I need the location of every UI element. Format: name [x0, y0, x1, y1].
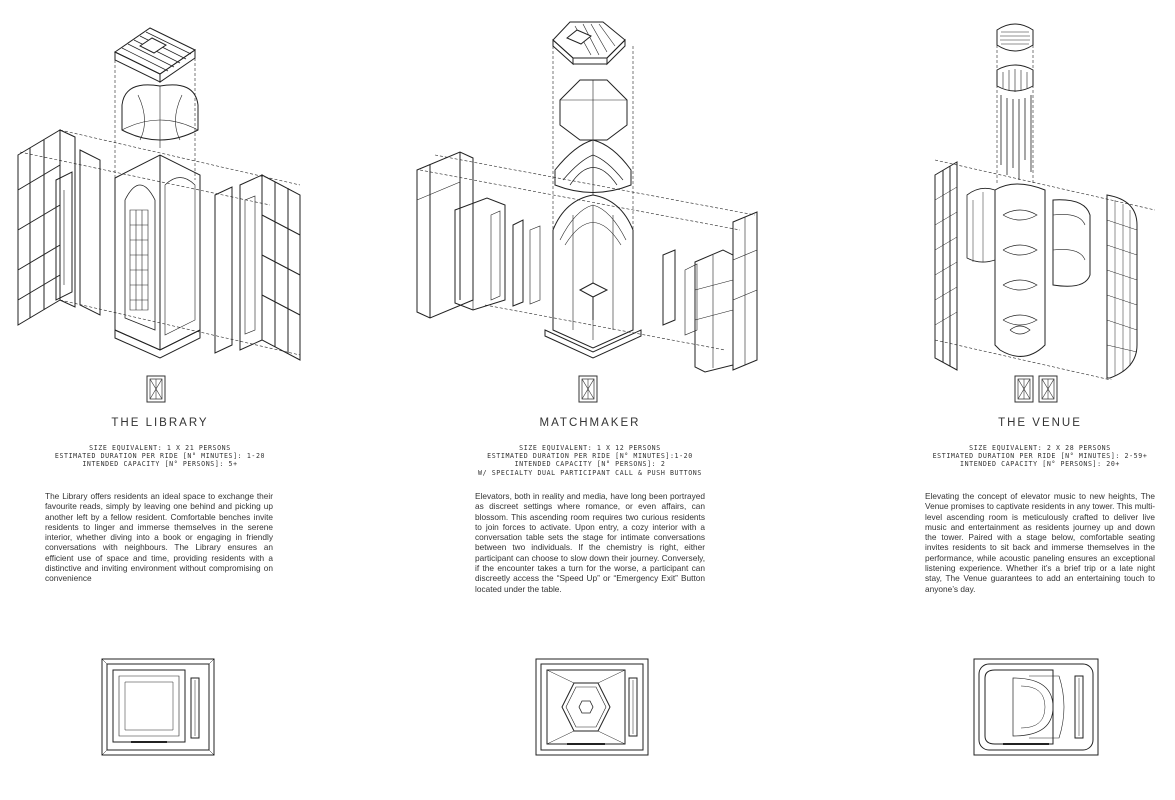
venue-floor-plan: [973, 658, 1099, 756]
double-elevator-door-icon: [1013, 374, 1061, 404]
spec-size: SIZE EQUIVALENT: 1 X 12 PERSONS: [519, 444, 661, 452]
spec-size: SIZE EQUIVALENT: 1 X 21 PERSONS: [89, 444, 231, 452]
elevator-door-icon: [577, 374, 599, 404]
panel-description: Elevators, both in reality and media, ha…: [475, 491, 705, 594]
panel-title: THE VENUE: [998, 417, 1082, 429]
panel-library: THE LIBRARY SIZE EQUIVALENT: 1 X 21 PERS…: [0, 0, 390, 800]
elevator-door-icon: [145, 374, 167, 404]
panel-title: THE LIBRARY: [111, 417, 209, 429]
spec-duration: ESTIMATED DURATION PER RIDE [N° MINUTES]…: [932, 452, 1148, 461]
spec-capacity: INTENDED CAPACITY [N° PERSONS]: 20+: [960, 460, 1120, 469]
matchmaker-axonometric-drawing: [395, 0, 785, 375]
library-floor-plan: [101, 658, 215, 756]
spec-block: SIZE EQUIVALENT: 1 X 21 PERSONS ESTIMATE…: [0, 444, 355, 469]
spec-buttons: W/ SPECIALTY DUAL PARTICIPANT CALL & PUS…: [478, 468, 702, 477]
panel-matchmaker: MATCHMAKER SIZE EQUIVALENT: 1 X 12 PERSO…: [395, 0, 785, 800]
panel-venue: THE VENUE SIZE EQUIVALENT: 2 X 28 PERSON…: [785, 0, 1175, 800]
library-axonometric-drawing: [0, 0, 390, 370]
panel-title: MATCHMAKER: [539, 417, 641, 429]
matchmaker-floor-plan: [535, 658, 649, 756]
spec-size: SIZE EQUIVALENT: 2 X 28 PERSONS: [969, 444, 1111, 452]
spec-block: SIZE EQUIVALENT: 1 X 12 PERSONS ESTIMATE…: [395, 444, 785, 477]
venue-axonometric-drawing: [785, 0, 1175, 380]
spec-capacity: INTENDED CAPACITY [N° PERSONS]: 5+: [82, 460, 238, 469]
spec-block: SIZE EQUIVALENT: 2 X 28 PERSONS ESTIMATE…: [845, 444, 1175, 469]
panel-description: Elevating the concept of elevator music …: [925, 491, 1155, 594]
spec-capacity: INTENDED CAPACITY [N° PERSONS]: 2: [514, 460, 666, 469]
spec-duration: ESTIMATED DURATION PER RIDE [N° MINUTES]…: [54, 452, 266, 461]
panel-description: The Library offers residents an ideal sp…: [45, 491, 273, 584]
spec-duration: ESTIMATED DURATION PER RIDE [N° MINUTES]…: [487, 452, 693, 461]
